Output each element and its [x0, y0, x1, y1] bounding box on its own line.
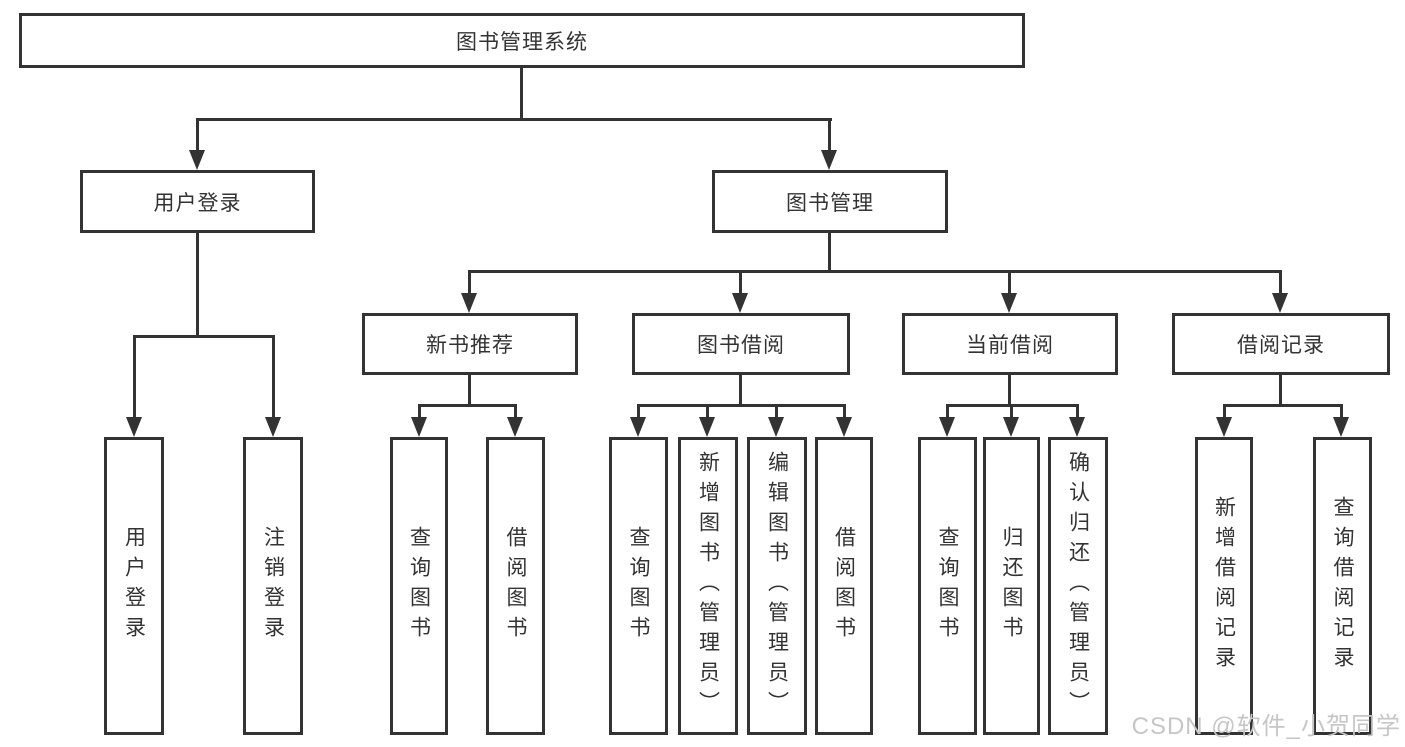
arrow-to-leaf-bb-edit-icon: [768, 417, 784, 437]
edge-to-leaf-bb-add: [706, 404, 709, 419]
arrow-to-leaf-br-query-icon: [1333, 417, 1349, 437]
node-leaf-cb-return-books: 归还图书: [983, 437, 1040, 735]
edge-current-borrow-stem: [1008, 375, 1011, 407]
edge-to-new-book-rec: [468, 270, 471, 295]
edge-to-leaf-cb-query: [946, 404, 949, 419]
edge-user-login-branch: [133, 335, 275, 338]
edge-to-leaf-logout: [272, 335, 275, 419]
node-current-borrow-label: 当前借阅: [966, 334, 1054, 357]
edge-root-branch: [196, 118, 832, 121]
edge-to-borrow-records: [1279, 270, 1282, 295]
edge-book-mgmt-stem: [828, 233, 831, 273]
edge-to-leaf-nbr-borrow: [514, 404, 517, 419]
arrow-to-book-mgmt-icon: [821, 150, 837, 170]
node-book-mgmt-label: 图书管理: [786, 191, 874, 215]
arrow-to-leaf-cb-return-icon: [1003, 417, 1019, 437]
arrow-to-new-book-rec-icon: [461, 293, 477, 313]
node-library-system-label: 图书管理系统: [456, 30, 588, 54]
node-leaf-bb-query-books: 查询图书: [609, 437, 668, 735]
edge-root-stem: [520, 68, 523, 120]
edge-to-book-borrow: [739, 270, 742, 295]
node-user-login: 用户登录: [80, 170, 315, 233]
node-leaf-user-login: 用户登录: [104, 437, 164, 735]
edge-to-leaf-cb-confirm: [1076, 404, 1079, 419]
node-leaf-bb-edit-books-admin: 编辑图书（管理员）: [747, 437, 807, 735]
edge-to-leaf-bb-borrow: [843, 404, 846, 419]
edge-borrow-records-stem: [1279, 375, 1282, 407]
node-library-system: 图书管理系统: [19, 13, 1025, 68]
node-leaf-bb-borrow-books-label: 借阅图书: [832, 526, 856, 646]
node-book-mgmt: 图书管理: [712, 170, 948, 233]
node-leaf-bb-borrow-books: 借阅图书: [815, 437, 873, 735]
arrow-to-leaf-br-add-icon: [1216, 417, 1232, 437]
node-leaf-bb-edit-books-admin-label: 编辑图书（管理员）: [765, 451, 789, 721]
edge-to-leaf-br-add: [1223, 404, 1226, 419]
node-leaf-cb-return-books-label: 归还图书: [1000, 526, 1023, 646]
node-leaf-cb-query-books: 查询图书: [918, 437, 977, 735]
arrow-to-leaf-nbr-borrow-icon: [507, 417, 523, 437]
node-leaf-br-query-record: 查询借阅记录: [1313, 437, 1372, 735]
node-leaf-cb-query-books-label: 查询图书: [936, 526, 959, 646]
edge-book-borrow-branch: [637, 404, 846, 407]
node-current-borrow: 当前借阅: [902, 313, 1118, 375]
edge-root-to-book-mgmt: [828, 118, 831, 152]
edge-book-borrow-stem: [739, 375, 742, 407]
node-new-book-rec: 新书推荐: [362, 313, 578, 375]
arrow-to-leaf-user-login-icon: [126, 417, 142, 437]
node-user-login-label: 用户登录: [153, 191, 242, 215]
arrow-to-leaf-cb-confirm-icon: [1069, 417, 1085, 437]
node-leaf-cb-confirm-return-admin: 确认归还（管理员）: [1048, 437, 1108, 735]
node-leaf-nbr-borrow-books-label: 借阅图书: [504, 526, 527, 646]
edge-to-leaf-nbr-query: [418, 404, 421, 419]
edge-to-leaf-cb-return: [1010, 404, 1013, 419]
node-book-borrow-label: 图书借阅: [697, 334, 785, 357]
arrow-to-book-borrow-icon: [732, 293, 748, 313]
arrow-to-user-login-icon: [189, 150, 205, 170]
arrow-to-leaf-logout-icon: [265, 417, 281, 437]
node-leaf-bb-add-books-admin: 新增图书（管理员）: [678, 437, 738, 735]
node-new-book-rec-label: 新书推荐: [426, 334, 514, 357]
node-leaf-user-login-label: 用户登录: [122, 526, 146, 646]
node-leaf-nbr-borrow-books: 借阅图书: [486, 437, 545, 735]
arrow-to-leaf-bb-query-icon: [630, 417, 646, 437]
edge-to-current-borrow: [1008, 270, 1011, 295]
edge-book-mgmt-branch: [468, 270, 1282, 273]
arrow-to-borrow-records-icon: [1272, 293, 1288, 313]
node-leaf-br-query-record-label: 查询借阅记录: [1331, 496, 1354, 676]
arrow-to-leaf-bb-borrow-icon: [836, 417, 852, 437]
node-leaf-bb-query-books-label: 查询图书: [627, 526, 650, 646]
edge-to-leaf-bb-edit: [775, 404, 778, 419]
node-leaf-bb-add-books-admin-label: 新增图书（管理员）: [696, 451, 720, 721]
node-borrow-records: 借阅记录: [1172, 313, 1390, 375]
node-leaf-br-add-record-label: 新增借阅记录: [1212, 496, 1236, 676]
edge-to-leaf-user-login: [133, 335, 136, 419]
edge-new-book-rec-stem: [468, 375, 471, 407]
node-leaf-logout: 注销登录: [243, 437, 303, 735]
node-leaf-cb-confirm-return-admin-label: 确认归还（管理员）: [1066, 451, 1090, 721]
node-leaf-nbr-query-books-label: 查询图书: [407, 526, 431, 646]
arrow-to-current-borrow-icon: [1001, 293, 1017, 313]
edge-to-leaf-br-query: [1340, 404, 1343, 419]
edge-borrow-records-branch: [1223, 404, 1343, 407]
node-leaf-logout-label: 注销登录: [261, 526, 285, 646]
arrow-to-leaf-bb-add-icon: [699, 417, 715, 437]
edge-root-to-user-login: [196, 118, 199, 152]
edge-new-book-rec-branch: [418, 404, 517, 407]
csdn-watermark: CSDN @软件_小贺同学: [1131, 713, 1401, 740]
node-borrow-records-label: 借阅记录: [1237, 334, 1325, 357]
edge-user-login-stem: [196, 233, 199, 337]
arrow-to-leaf-nbr-query-icon: [411, 417, 427, 437]
node-leaf-br-add-record: 新增借阅记录: [1195, 437, 1253, 735]
node-book-borrow: 图书借阅: [632, 313, 850, 375]
edge-to-leaf-bb-query: [637, 404, 640, 419]
node-leaf-nbr-query-books: 查询图书: [390, 437, 448, 735]
arrow-to-leaf-cb-query-icon: [939, 417, 955, 437]
